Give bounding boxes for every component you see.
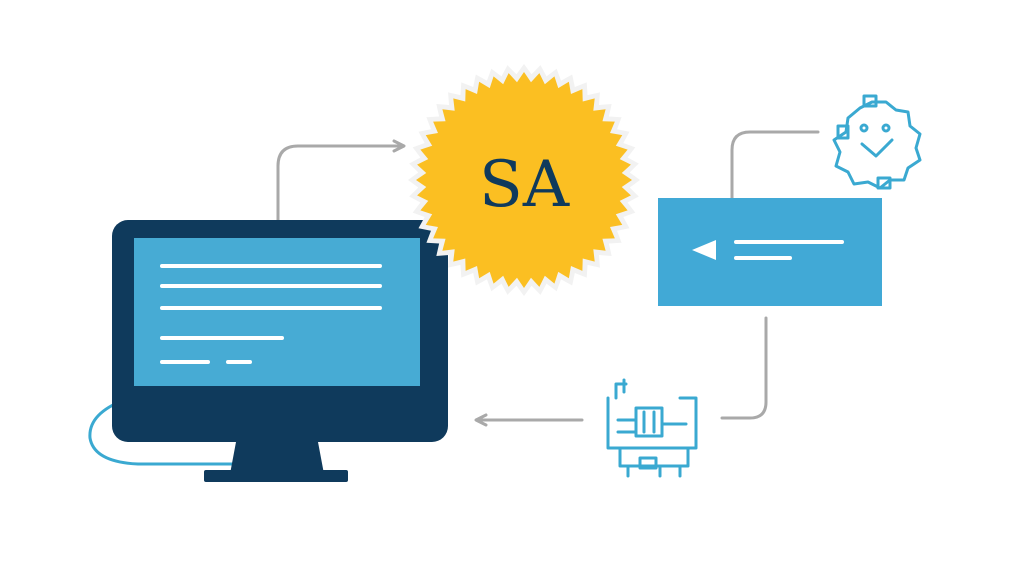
monitor-neck [230, 442, 324, 474]
gear-tab-top [862, 94, 878, 108]
desktop-monitor-icon [112, 220, 448, 482]
gear-outline [832, 100, 922, 190]
connectors [276, 130, 820, 427]
screen-text-lines [160, 264, 382, 364]
seal-text: SA [479, 148, 570, 222]
connector-panel-to-gear [730, 130, 820, 200]
circuit-pad [638, 456, 658, 470]
circuit-base [618, 446, 690, 468]
panel-box [658, 198, 882, 306]
seal-body [416, 72, 632, 288]
monitor-base [204, 470, 348, 482]
connector-panel-to-circuit [720, 316, 768, 420]
circuit-core [634, 406, 664, 438]
gear-eye-left [859, 123, 869, 133]
message-panel-icon [658, 198, 882, 306]
gear-tab-left [836, 124, 850, 140]
panel-arrow-left-icon [692, 240, 716, 260]
gear-tab-bottom [876, 176, 892, 190]
monitor-cable [88, 398, 302, 466]
gear-check-icon [832, 94, 922, 190]
sa-seal-badge-icon: SA [408, 64, 640, 296]
gear-eye-right [881, 123, 891, 133]
circuit-frame [606, 396, 698, 450]
connector-monitor-to-seal [276, 139, 406, 222]
circuit-chip-icon [606, 378, 698, 478]
check-mark-icon [860, 138, 894, 158]
